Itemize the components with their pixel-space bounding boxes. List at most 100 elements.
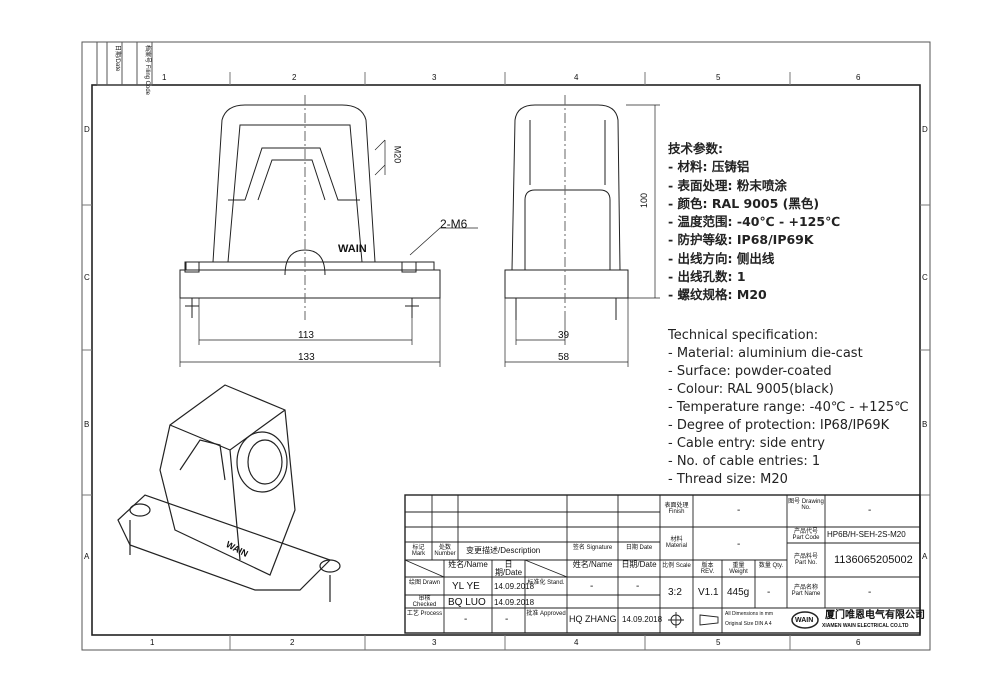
spec-en: Technical specification: - Material: alu… [668,327,909,489]
column-label: 4 [574,638,579,647]
tb-name-header: 姓名/Name [448,560,488,569]
tb-stand: 标准化 Stand. [527,580,565,586]
spec-cn-item: - 出线孔数: 1 [668,269,746,285]
row-label: B [84,420,90,429]
row-label: A [84,552,90,561]
dim-100: 100 [639,192,650,209]
zone-ticks [82,72,930,650]
tb-part-name: 产品名称 Part Name [791,585,821,597]
spec-cn-item: - 螺纹规格: M20 [668,287,767,303]
tb-scale-value: 3:2 [668,587,682,598]
tb-finish: 表面处理 Finish [664,503,689,515]
tb-part-code: 产品代号 Part Code [792,529,820,541]
tb-drawn: 绘图 Drawn [408,580,440,586]
spec-cn: 技术参数: - 材料: 压铸铝 - 表面处理: 粉末喷涂 - 颜色: RAL 9… [668,140,840,305]
dim-113: 113 [298,330,314,341]
corner-date-label: 日期/Date [114,45,120,72]
tb-checked-name: BQ LUO [448,597,486,608]
front-logo: WAIN [338,243,367,255]
tb-drawn-name: YL YE [452,581,480,592]
company-name-cn: 厦门唯恩电气有限公司 [825,610,925,621]
tb-part-no-value: 1136065205002 [834,554,913,566]
tb-mark: 标记 Mark [411,545,426,557]
column-label: 2 [292,73,297,82]
tb-approved-date: 14.09.2018 [622,615,663,624]
tb-stand-date: - [636,581,640,592]
tb-qty-value: - [767,587,771,598]
side-view [504,95,660,367]
tb-material-value: - [737,539,741,550]
corner-box [96,42,153,86]
tb-part-code-value: HP6B/H-SEH-2S-M20 [827,530,906,539]
dim-39: 39 [558,330,570,341]
tb-date: 日期 Date [625,545,653,551]
spec-en-title: Technical specification: [668,328,819,343]
spec-cn-item: - 出线方向: 侧出线 [668,250,775,266]
spec-en-item: - Degree of protection: IP68/IP69K [668,418,890,433]
row-label: C [922,273,928,282]
spec-cn-title: 技术参数: [668,141,723,156]
tb-stand-name: - [590,581,594,592]
column-label: 3 [432,73,437,82]
tb-approved: 批准 Approved [526,611,566,617]
column-label: 4 [574,73,579,82]
column-label: 1 [150,638,155,647]
tb-date-header: 日期/Date [494,560,523,577]
row-label: D [922,125,928,134]
column-label: 3 [432,638,437,647]
row-label: C [84,273,90,282]
tb-drawn-date: 14.09.2018 [494,582,535,591]
isometric-view [117,384,341,602]
tb-date-header-2: 日期/Date [621,560,657,569]
spec-cn-item: - 颜色: RAL 9005 (黑色) [668,195,820,211]
tb-name-header-2: 姓名/Name [572,560,613,569]
dim-58: 58 [558,352,570,363]
column-label: 5 [716,638,721,647]
corner-filing-label: 档案号 Filing Code [144,45,150,96]
tb-description: 变更描述/Description [466,546,541,555]
spec-en-item: - No. of cable entries: 1 [668,454,821,469]
tb-process-date: - [505,614,509,625]
screw-label: 2-M6 [440,217,468,231]
row-label: D [84,125,90,134]
tb-weight-value: 445g [727,587,750,598]
tb-approved-name: HQ ZHANG [569,614,617,624]
tb-process: 工艺 Process [406,611,443,617]
tb-rev-value: V1.1 [698,587,719,598]
tb-note-size: Original Size DIN A 4 [725,621,772,627]
column-label: 1 [162,73,167,82]
spec-en-item: - Temperature range: -40℃ - +125℃ [668,400,909,415]
spec-cn-item: - 表面处理: 粉末喷涂 [668,177,787,193]
tb-signature: 签名 Signature [572,545,613,551]
tb-part-no: 产品料号 Part No. [793,554,818,566]
company-logo: WAIN [795,617,814,624]
tb-scale: 比例 Scale [662,563,691,569]
column-label: 6 [856,638,861,647]
tb-material: 材料 Material [665,537,688,549]
row-label: A [922,552,928,561]
tb-drawing-no-value: - [868,505,872,516]
column-label: 6 [856,73,861,82]
tb-finish-value: - [737,505,741,516]
inner-border [91,84,921,636]
tb-weight: 重量 Weight [729,563,748,575]
tb-process-name: - [464,614,468,625]
title-block-lines [404,494,921,634]
dim-133: 133 [298,352,315,363]
tb-checked-date: 14.09.2018 [494,598,535,607]
tb-drawing-no: 图号 Drawing No. [788,499,824,511]
spec-en-item: - Cable entry: side entry [668,436,825,451]
spec-cn-item: - 材料: 压铸铝 [668,159,750,175]
column-label: 2 [290,638,295,647]
spec-cn-item: - 温度范围: -40℃ - +125℃ [668,214,841,230]
spec-en-item: - Colour: RAL 9005(black) [668,382,834,397]
tb-checked: 审核 Checked [412,596,437,608]
spec-en-item: - Material: aluminium die-cast [668,346,863,361]
column-label: 5 [716,73,721,82]
tb-rev: 版本 REV. [700,563,715,575]
front-view [179,95,478,367]
tb-part-name-value: - [868,587,872,598]
tb-number: 处数 Number [434,545,456,557]
